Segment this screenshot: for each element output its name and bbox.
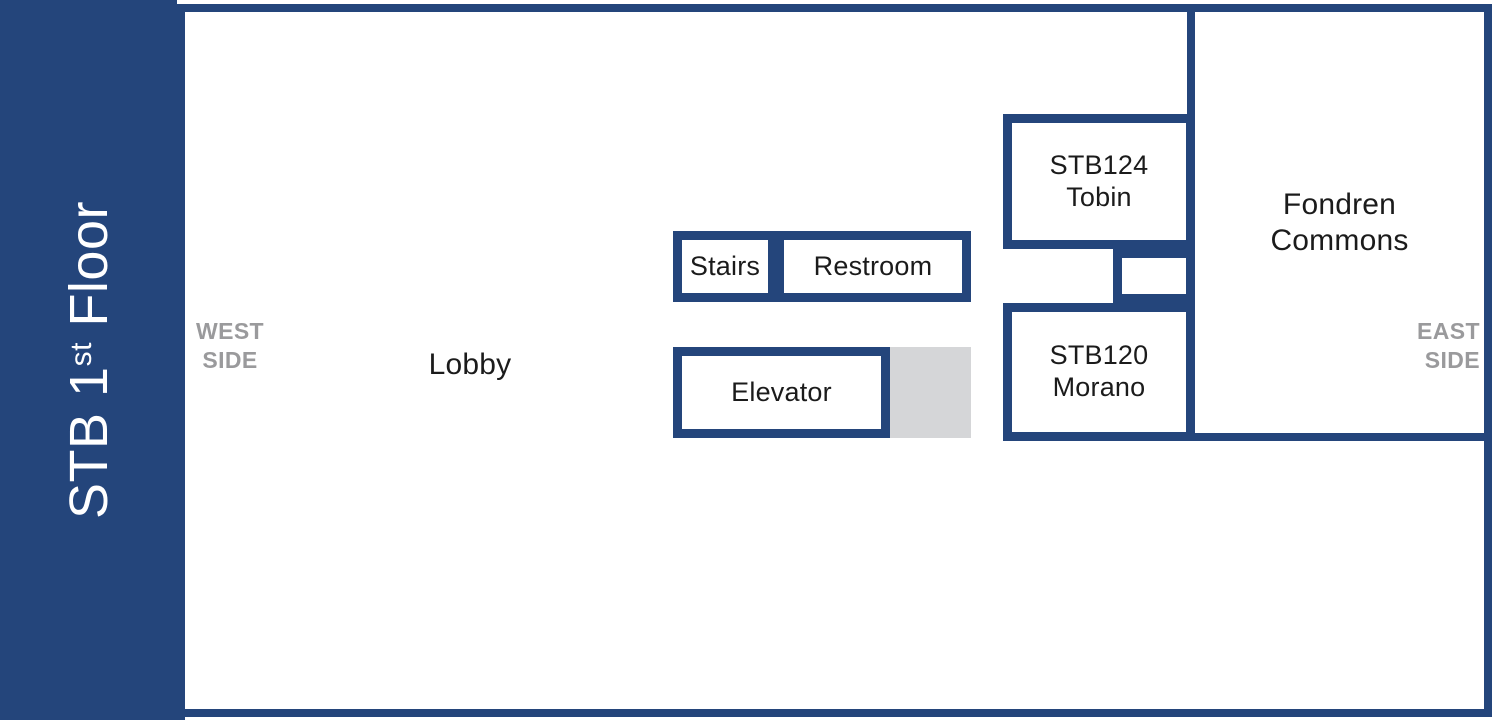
room-elevator-label: Elevator bbox=[731, 376, 832, 407]
room-stb120-morano[interactable]: STB120 Morano bbox=[1003, 303, 1195, 441]
east-side-line-2: SIDE bbox=[1424, 347, 1480, 374]
room-elevator[interactable]: Elevator bbox=[673, 347, 890, 438]
room-stairs-label: Stairs bbox=[689, 250, 761, 281]
floor-title-ordinal-number: 1 bbox=[58, 366, 119, 397]
caption-east-side: EAST SIDE bbox=[1380, 317, 1480, 376]
stb124-line-1: STB124 bbox=[1049, 149, 1149, 180]
outer-wall-left bbox=[177, 4, 185, 720]
outer-wall-top bbox=[177, 4, 1492, 12]
caption-west-side: WEST SIDE bbox=[185, 317, 275, 376]
sidebar-floor-title: STB 1st Floor bbox=[58, 201, 119, 519]
room-fondren-commons[interactable]: Fondren Commons bbox=[1195, 12, 1484, 433]
room-fondren-commons-label: Fondren Commons bbox=[1270, 187, 1408, 259]
floor-title-prefix: STB bbox=[58, 396, 119, 519]
stb120-line-2: Morano bbox=[1052, 372, 1146, 402]
room-stb124-tobin[interactable]: STB124 Tobin bbox=[1003, 114, 1195, 249]
stb124-line-2: Tobin bbox=[1066, 181, 1132, 212]
room-connector-vestibule[interactable] bbox=[1113, 249, 1195, 303]
room-restroom[interactable]: Restroom bbox=[775, 231, 971, 302]
room-restroom-label: Restroom bbox=[813, 250, 933, 281]
room-lobby[interactable]: Lobby bbox=[330, 330, 610, 400]
fondren-line-1: Fondren bbox=[1282, 187, 1397, 221]
stb120-line-1: STB120 bbox=[1049, 340, 1149, 371]
outer-wall-bottom bbox=[177, 709, 1492, 717]
west-side-line-1: WEST bbox=[195, 318, 265, 344]
outer-wall-right bbox=[1484, 4, 1492, 716]
sidebar-floor-banner: STB 1st Floor bbox=[0, 0, 177, 720]
room-stb120-morano-label: STB120 Morano bbox=[1050, 340, 1149, 404]
east-side-line-1: EAST bbox=[1417, 318, 1480, 344]
floor-title-ordinal-suffix: st bbox=[64, 342, 98, 367]
fondren-commons-wall-bottom bbox=[1187, 433, 1492, 441]
fondren-line-2: Commons bbox=[1270, 223, 1409, 257]
floor-title-suffix: Floor bbox=[58, 201, 119, 343]
room-stb124-tobin-label: STB124 Tobin bbox=[1050, 150, 1149, 214]
mechanical-shaft-block bbox=[890, 347, 971, 438]
west-side-line-2: SIDE bbox=[202, 347, 258, 374]
room-stairs[interactable]: Stairs bbox=[673, 231, 777, 302]
room-lobby-label: Lobby bbox=[428, 348, 512, 381]
